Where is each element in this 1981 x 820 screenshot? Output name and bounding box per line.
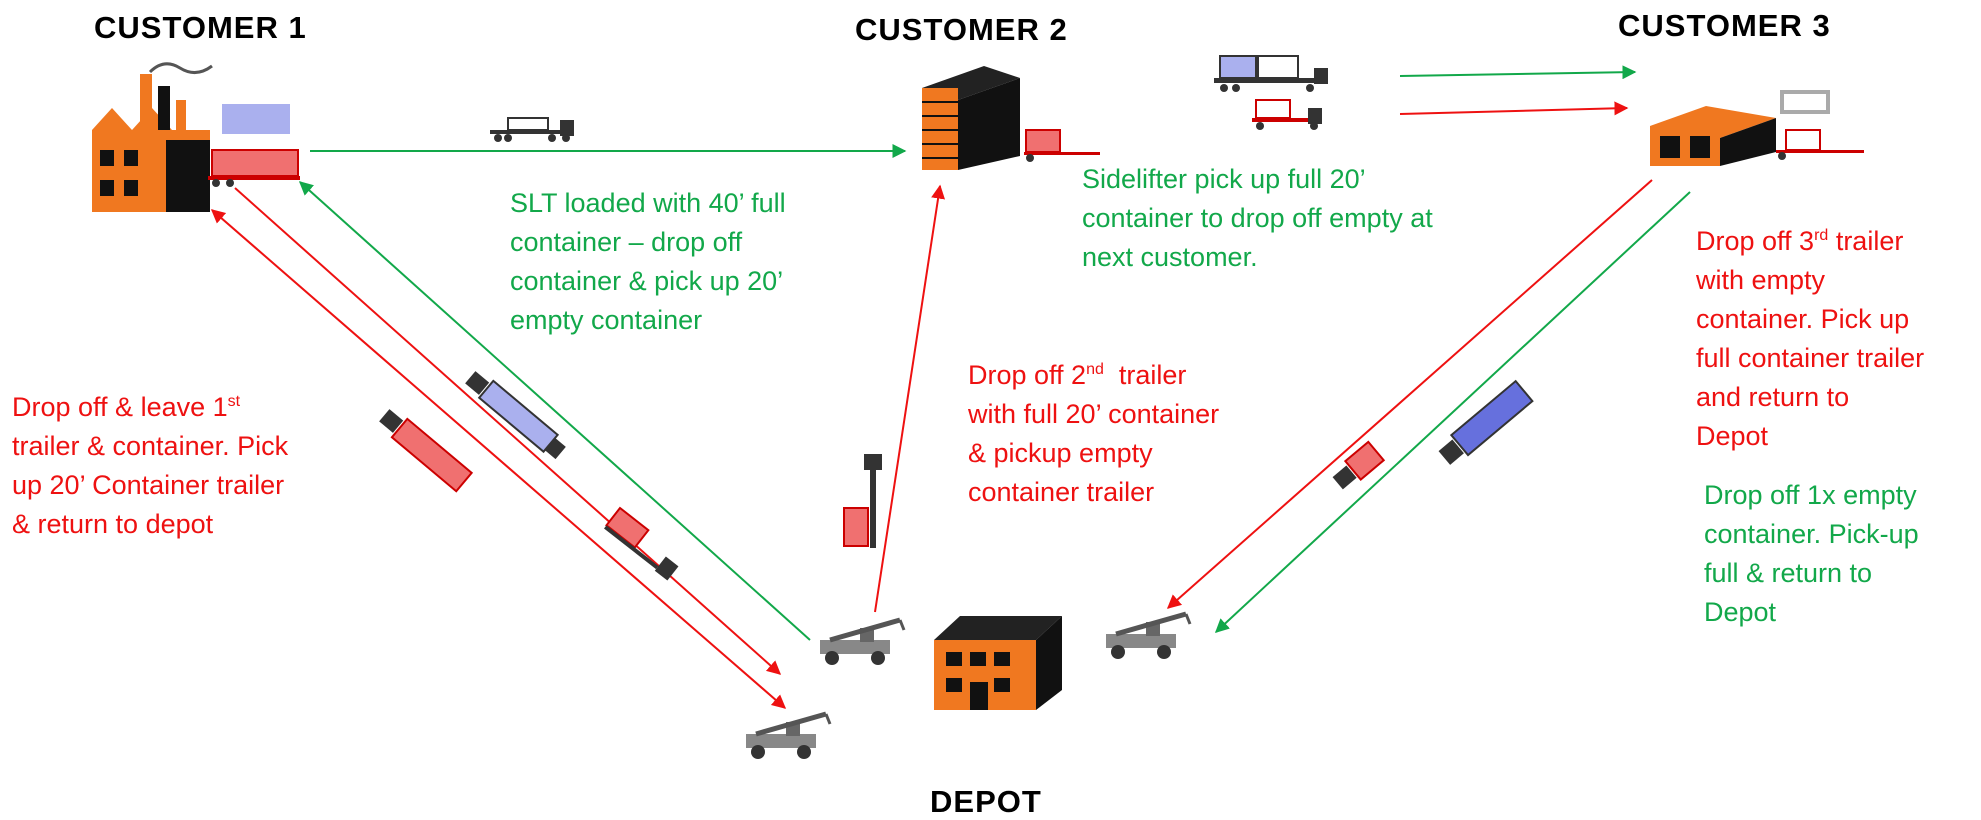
route-c2-to-c3-green [1399, 65, 1637, 80]
truck-blue-diagonal-icon [465, 371, 566, 460]
warehouse-icon [934, 616, 1062, 710]
note-drop-third-trailer: Drop off 3rd trailer with empty containe… [1696, 226, 1925, 451]
truck-red-diagonal-icon [379, 409, 474, 493]
note-drop-second-trailer: Drop off 2nd trailer with full 20’ conta… [968, 360, 1220, 507]
trailer-empty-container [1776, 129, 1864, 160]
depot-title: DEPOT [930, 784, 1042, 819]
truck-red-trailer-icon [1252, 99, 1322, 130]
container-empty [1780, 90, 1830, 114]
trailer-red-container [208, 149, 300, 187]
route-depot-to-c2 [874, 184, 946, 613]
customer2-title: CUSTOMER 2 [855, 12, 1068, 47]
note-sidelifter: Sidelifter pick up full 20’ container to… [1082, 164, 1433, 272]
office-building-icon [922, 66, 1020, 170]
route-c1-to-depot [234, 187, 782, 675]
sidelifter-icon [746, 714, 830, 759]
truck-blue-container-icon [1214, 55, 1328, 92]
truck-red-c3-icon [1332, 440, 1386, 490]
truck-blue-c3-icon [1438, 379, 1534, 465]
shop-icon [1650, 106, 1776, 166]
note-drop-empty-container: Drop off 1x empty container. Pick-up ful… [1704, 480, 1919, 627]
route-c1-to-depot-outer [210, 209, 787, 709]
truck-red-vertical-icon [843, 454, 882, 548]
factory-icon [92, 62, 213, 212]
trailer-red-container [1024, 129, 1100, 162]
truck-red-small-diagonal-icon [603, 506, 679, 581]
note-slt-loaded: SLT loaded with 40’ full container – dro… [510, 188, 786, 335]
route-c3-to-depot-red [1166, 179, 1653, 609]
note-drop-first-trailer: Drop off & leave 1st trailer & container… [12, 392, 289, 539]
customer3-title: CUSTOMER 3 [1618, 8, 1831, 43]
sidelifter-icon [820, 620, 904, 665]
sidelifter-icon [1106, 614, 1190, 659]
truck-icon [490, 117, 574, 142]
customer1-title: CUSTOMER 1 [94, 10, 307, 45]
route-c2-to-c3-red [1399, 101, 1629, 116]
route-c3-to-depot-green [1214, 191, 1691, 633]
container-blue [222, 104, 290, 134]
